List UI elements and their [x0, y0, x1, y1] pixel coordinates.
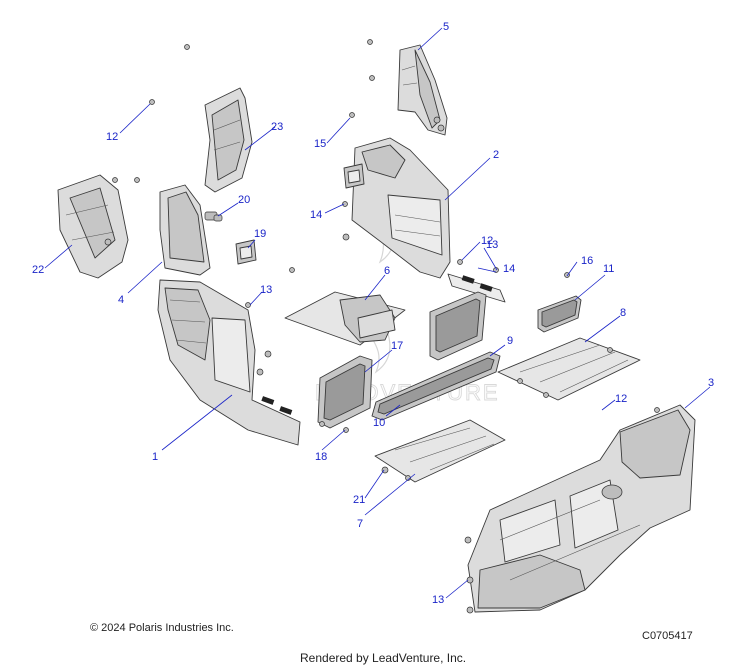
loose-fasteners [112, 39, 660, 433]
callout-14-right[interactable]: 14 [503, 263, 515, 275]
callout-19[interactable]: 19 [254, 228, 266, 240]
fastener-icon [184, 44, 190, 50]
copyright-text: © 2024 Polaris Industries Inc. [90, 622, 234, 634]
fastener-icon [134, 177, 140, 183]
callout-9[interactable]: 9 [507, 335, 513, 347]
callout-12-right[interactable]: 12 [615, 393, 627, 405]
callout-10[interactable]: 10 [373, 417, 385, 429]
callout-12-top-left[interactable]: 12 [106, 131, 118, 143]
part-5-upper-right-panel[interactable] [397, 44, 448, 136]
drawing-code: C0705417 [642, 630, 693, 642]
callout-23[interactable]: 23 [271, 121, 283, 133]
callout-1[interactable]: 1 [152, 451, 158, 463]
callout-3[interactable]: 3 [708, 377, 714, 389]
fastener-icon [245, 302, 251, 308]
callout-6[interactable]: 6 [384, 265, 390, 277]
callout-17[interactable]: 17 [391, 340, 403, 352]
fastener-icon [112, 177, 118, 183]
fastener-icon [343, 427, 349, 433]
fastener-icon [457, 259, 463, 265]
callout-11[interactable]: 11 [603, 263, 614, 275]
part-11-small-mesh[interactable] [537, 295, 582, 333]
part-8-right-floor-plate[interactable] [497, 337, 641, 401]
callout-21[interactable]: 21 [353, 494, 365, 506]
part-1-left-side-panel[interactable] [157, 279, 301, 446]
part-20-clip[interactable] [204, 211, 223, 222]
part-22-left-outer-panel[interactable] [57, 174, 129, 279]
callout-16[interactable]: 16 [581, 255, 593, 267]
part-15-grommet[interactable] [343, 163, 365, 189]
fastener-icon [289, 267, 295, 273]
callout-5[interactable]: 5 [443, 21, 449, 33]
part-3-rear-floor-tub[interactable] [464, 404, 696, 614]
callout-15[interactable]: 15 [314, 138, 326, 150]
callout-13-middle[interactable]: 13 [486, 239, 498, 251]
callout-14-left[interactable]: 14 [310, 209, 322, 221]
fastener-icon [367, 39, 373, 45]
fastener-icon [149, 99, 155, 105]
fastener-icon [319, 421, 325, 427]
callout-7[interactable]: 7 [357, 518, 363, 530]
callout-13-bottom[interactable]: 13 [432, 594, 444, 606]
part-19-grommet[interactable] [235, 239, 257, 265]
fastener-icon [349, 112, 355, 118]
part-4-left-inner-panel[interactable] [159, 184, 211, 276]
rendered-by-text: Rendered by LeadVenture, Inc. [300, 651, 467, 665]
fastener-icon [493, 267, 499, 273]
center-mesh-panel[interactable] [429, 291, 487, 361]
callout-2[interactable]: 2 [493, 149, 499, 161]
fastener-icon [342, 201, 348, 207]
part-6-floor-bracket[interactable] [284, 291, 406, 346]
callout-labels: 1 2 3 4 5 6 7 8 9 10 11 12 12 12 13 13 1… [32, 21, 714, 606]
callout-20[interactable]: 20 [238, 194, 250, 206]
callout-12-middle[interactable]: 12 [481, 235, 493, 247]
part-17-left-mesh[interactable] [317, 355, 373, 429]
part-9-mesh-strip[interactable] [371, 351, 501, 421]
part-7-center-floor-plate[interactable] [374, 419, 506, 483]
part-2-rocker-strip[interactable] [447, 273, 506, 303]
callout-4[interactable]: 4 [118, 294, 124, 306]
callout-22[interactable]: 22 [32, 264, 44, 276]
leader-lines [44, 27, 711, 599]
part-2-right-side-panel[interactable] [342, 137, 451, 279]
callout-13-left[interactable]: 13 [260, 284, 272, 296]
callout-8[interactable]: 8 [620, 307, 626, 319]
fastener-icon [369, 75, 375, 81]
fastener-icon [654, 407, 660, 413]
callout-18[interactable]: 18 [315, 451, 327, 463]
part-23-upper-left-panel[interactable] [204, 87, 253, 193]
